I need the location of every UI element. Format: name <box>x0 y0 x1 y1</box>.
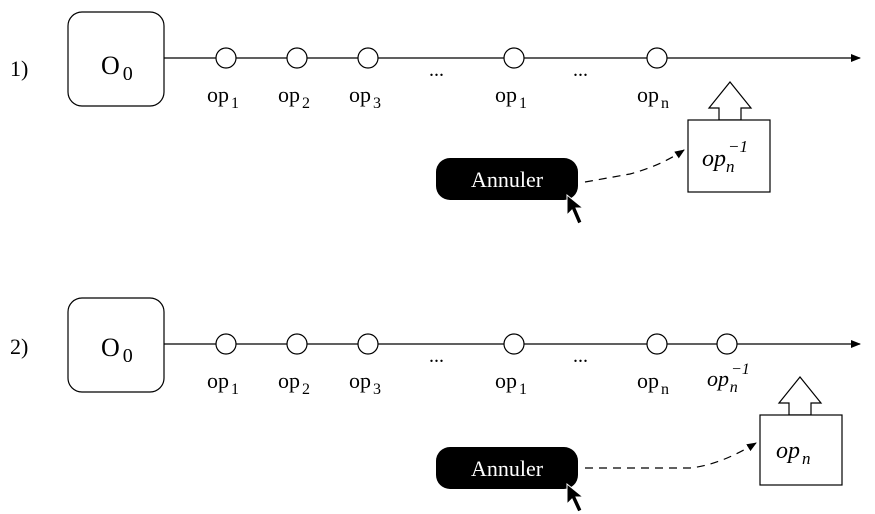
up-arrow-icon <box>777 376 823 416</box>
operation-node <box>646 47 668 69</box>
stack-box-superscript: −1 <box>728 137 748 156</box>
undo-dashed-arrow <box>584 149 685 183</box>
ellipsis: ... <box>573 345 588 367</box>
svg-text:opn: opn <box>776 438 811 468</box>
undo-button-label[interactable]: Annuler <box>471 167 544 192</box>
operation-node <box>357 333 379 355</box>
cursor-arrow-icon <box>566 193 585 225</box>
operation-node <box>215 47 237 69</box>
svg-text:O0: O0 <box>101 333 133 367</box>
operation-node <box>503 47 525 69</box>
undo-button[interactable]: Annuler <box>436 158 578 200</box>
operation-node <box>716 333 738 355</box>
cursor-arrow-icon <box>566 482 585 513</box>
stack-box-label: op <box>702 146 726 172</box>
panel-number: 2) <box>10 334 28 359</box>
origin-subscript: 0 <box>123 63 133 85</box>
operation-node <box>215 333 237 355</box>
operation-node <box>286 333 308 355</box>
operation-node <box>503 333 525 355</box>
origin-label: O <box>101 333 120 362</box>
operation-node <box>646 333 668 355</box>
stack-box-subscript: n <box>802 449 811 468</box>
svg-text:O0: O0 <box>101 51 133 85</box>
undo-button-label[interactable]: Annuler <box>471 456 544 481</box>
ellipsis: ... <box>429 345 444 367</box>
origin-subscript: 0 <box>123 345 133 367</box>
svg-text:op−1n: op−1n <box>702 137 748 176</box>
undo-button[interactable]: Annuler <box>436 447 578 489</box>
ellipsis: ... <box>429 59 444 81</box>
ellipsis: ... <box>573 59 588 81</box>
undo-dashed-arrow <box>585 442 757 469</box>
panel-number: 1) <box>10 56 28 81</box>
operation-node <box>357 47 379 69</box>
origin-label: O <box>101 51 120 80</box>
up-arrow-icon <box>707 81 753 121</box>
stack-box-subscript: n <box>726 157 735 176</box>
stack-box-label: op <box>776 438 800 464</box>
operation-node <box>286 47 308 69</box>
